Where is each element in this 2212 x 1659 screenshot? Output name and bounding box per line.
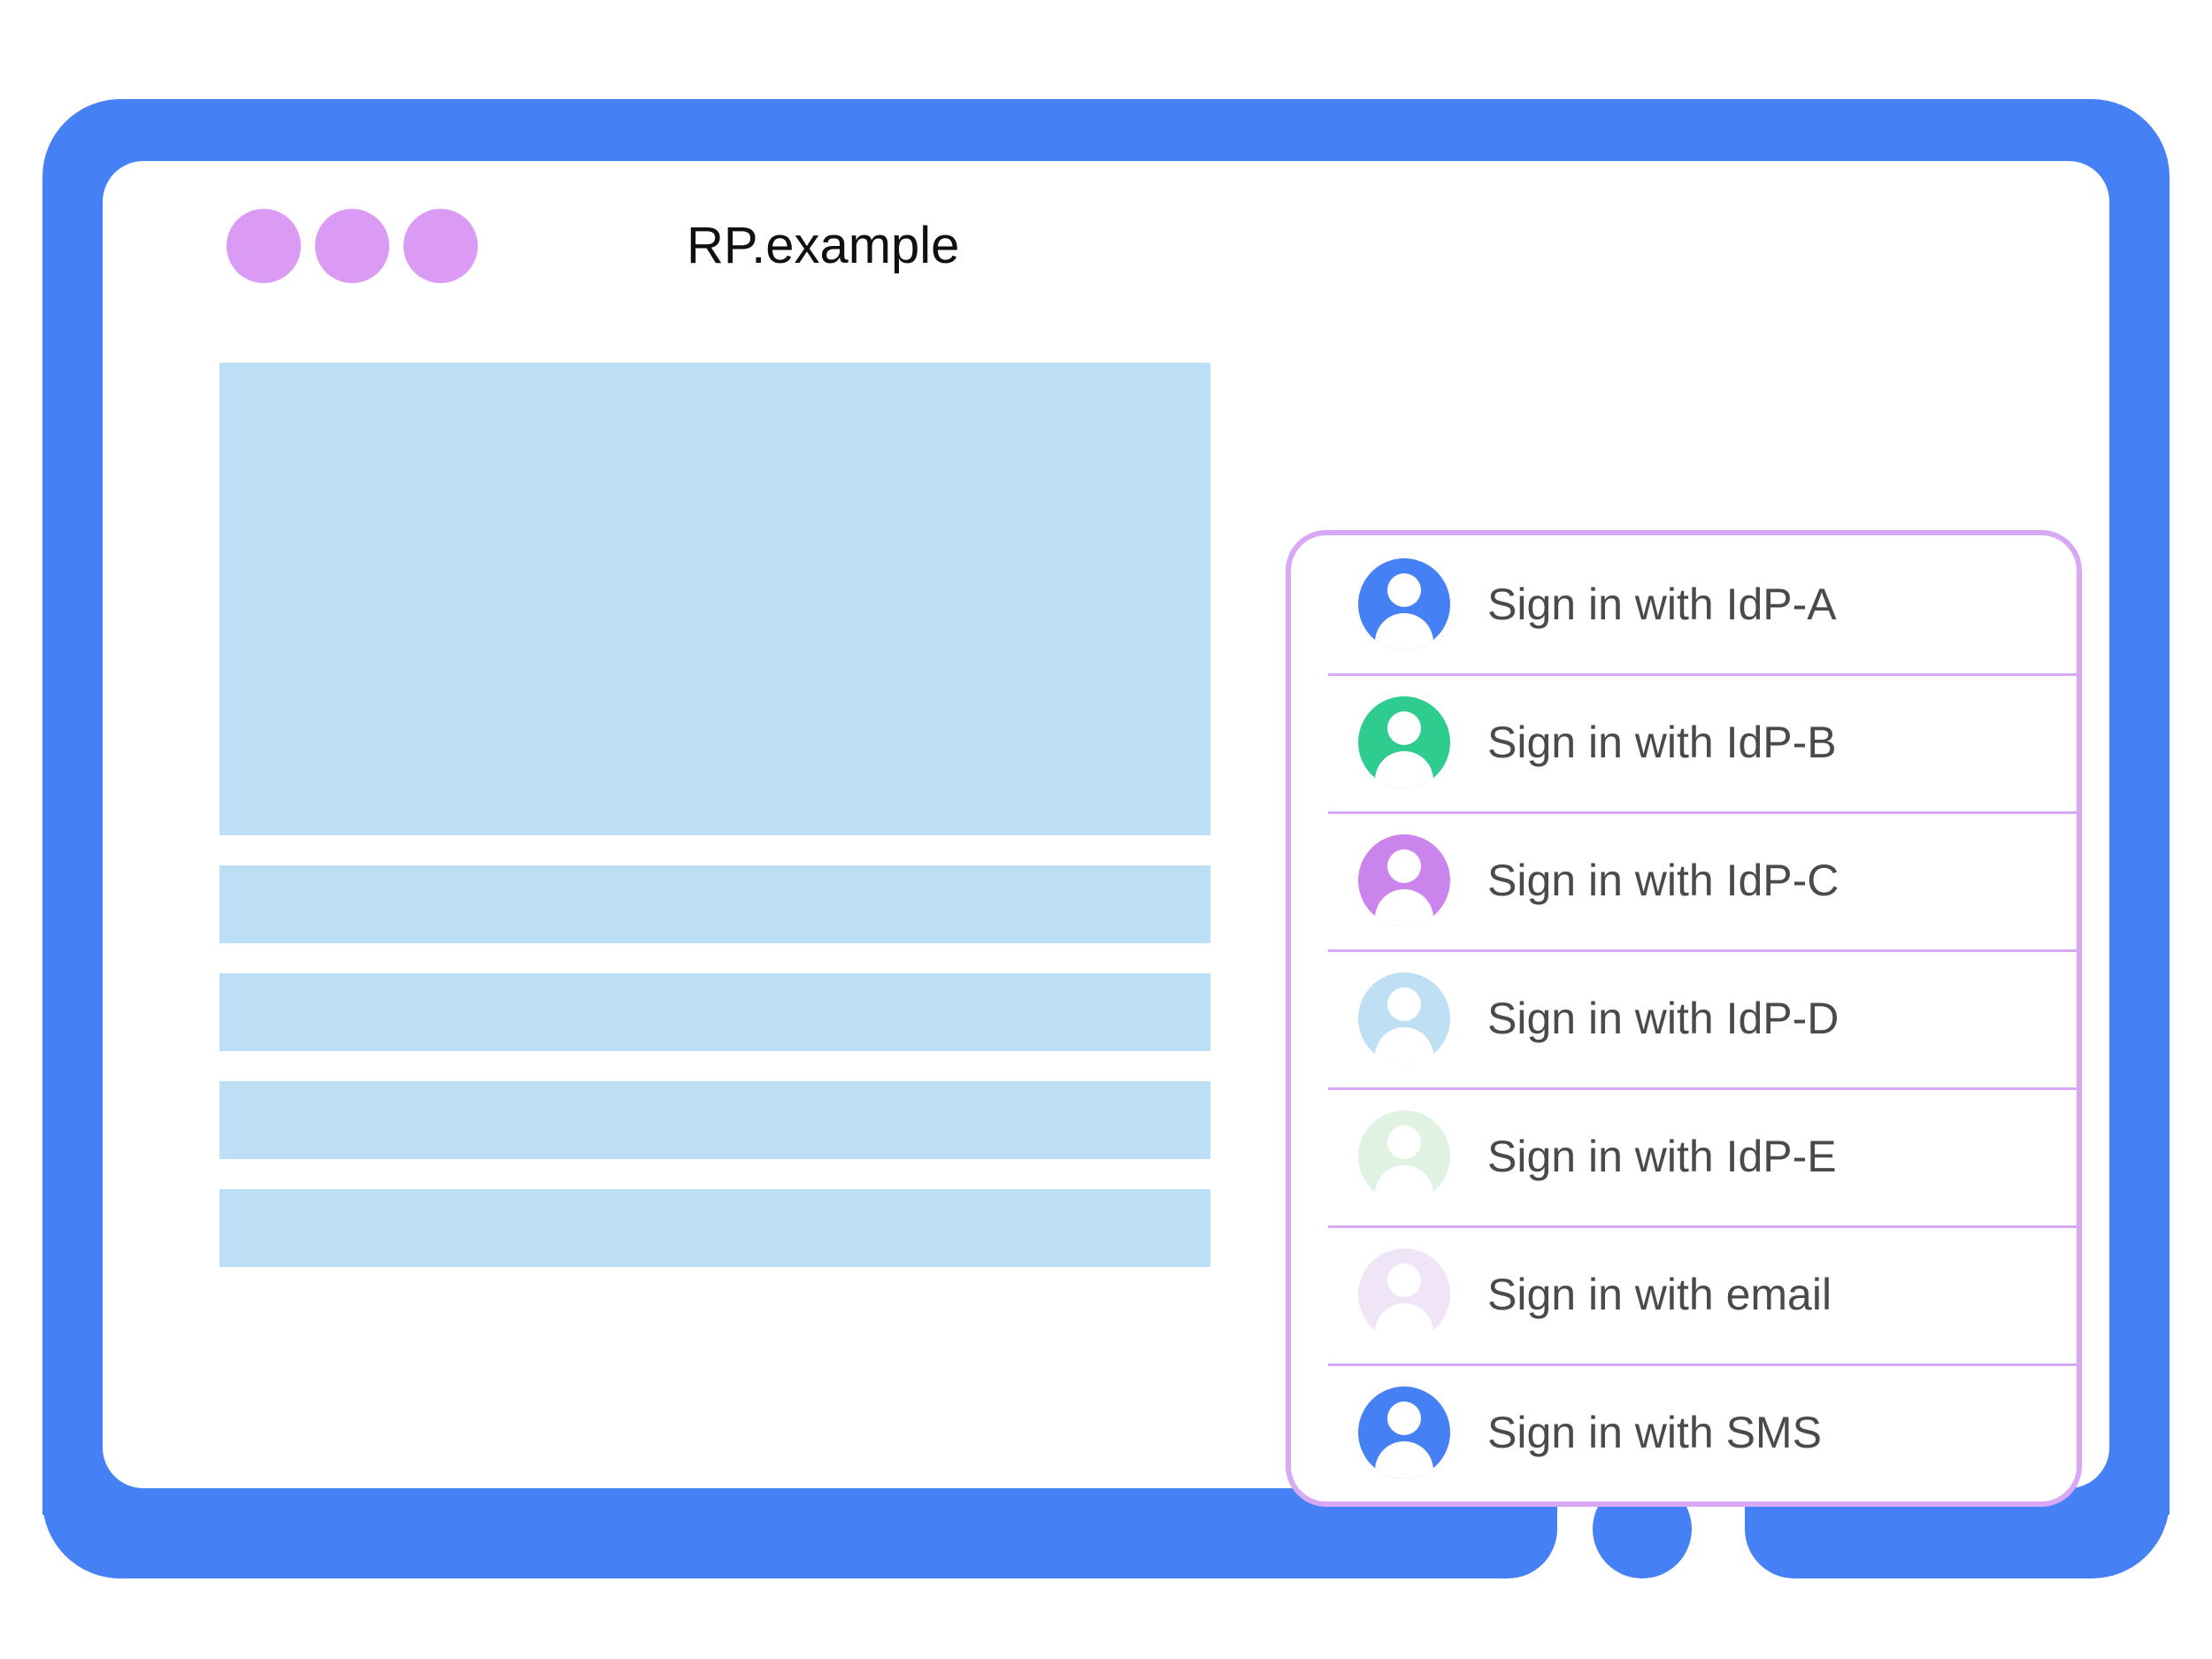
account-row-sms[interactable]: Sign in with SMS <box>1291 1363 2082 1502</box>
avatar-icon <box>1358 1248 1450 1340</box>
account-row-label: Sign in with IdP-E <box>1487 1132 1837 1181</box>
account-row-label: Sign in with IdP-C <box>1487 856 1839 905</box>
account-row-idp-e[interactable]: Sign in with IdP-E <box>1291 1087 2082 1225</box>
account-row-idp-c[interactable]: Sign in with IdP-C <box>1291 811 2082 949</box>
window-dot-close[interactable] <box>227 209 301 283</box>
avatar-icon <box>1358 696 1450 788</box>
account-row-idp-b[interactable]: Sign in with IdP-B <box>1291 673 2082 811</box>
account-row-idp-a[interactable]: Sign in with IdP-A <box>1291 535 2077 673</box>
avatar-icon <box>1358 972 1450 1064</box>
browser-viewport: RP.example Sign in with IdP-A Sign in wi… <box>103 161 2109 1507</box>
account-chooser-popup: Sign in with IdP-A Sign in with IdP-B Si… <box>1286 530 2082 1507</box>
window-dot-maximize[interactable] <box>403 209 478 283</box>
avatar-icon <box>1358 834 1450 926</box>
content-placeholder-line-4 <box>219 1189 1210 1267</box>
content-placeholder-line-1 <box>219 865 1210 943</box>
account-row-idp-d[interactable]: Sign in with IdP-D <box>1291 949 2082 1087</box>
browser-titlebar: RP.example <box>103 161 2109 334</box>
avatar-icon <box>1358 1110 1450 1202</box>
page-content-placeholders <box>219 363 1210 1297</box>
window-dot-minimize[interactable] <box>315 209 389 283</box>
device-frame: RP.example Sign in with IdP-A Sign in wi… <box>42 99 2170 1578</box>
account-row-label: Sign in with SMS <box>1487 1408 1822 1457</box>
avatar-icon <box>1358 558 1450 650</box>
content-placeholder-line-2 <box>219 973 1210 1051</box>
account-row-label: Sign in with IdP-D <box>1487 994 1839 1043</box>
content-placeholder-line-3 <box>219 1081 1210 1159</box>
avatar-icon <box>1358 1386 1450 1479</box>
account-row-email[interactable]: Sign in with email <box>1291 1225 2082 1363</box>
content-placeholder-hero <box>219 363 1210 835</box>
account-row-label: Sign in with IdP-A <box>1487 580 1837 629</box>
page-title: RP.example <box>687 217 960 274</box>
account-row-label: Sign in with IdP-B <box>1487 718 1837 767</box>
account-row-label: Sign in with email <box>1487 1270 1832 1319</box>
